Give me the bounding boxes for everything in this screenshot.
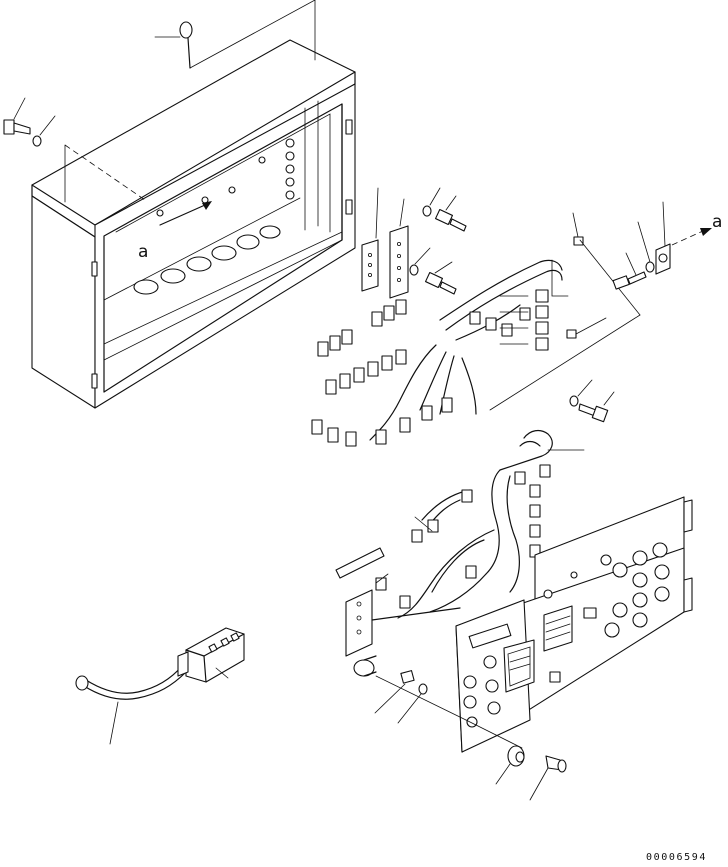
pilot-lamp bbox=[529, 755, 567, 801]
upper-wire-harness bbox=[311, 259, 563, 447]
terminal-brackets bbox=[361, 187, 409, 299]
bolt-mid-right bbox=[569, 379, 615, 423]
electrical-cabinet bbox=[31, 39, 356, 409]
view-label-a-right: a bbox=[712, 212, 723, 232]
control-panel bbox=[455, 496, 693, 753]
bolt-set-upper bbox=[409, 187, 467, 295]
nuts-upper-right bbox=[489, 212, 641, 411]
view-label-a-left: a bbox=[138, 242, 149, 262]
drawing-number: 00006594 bbox=[646, 852, 707, 863]
rotary-switch bbox=[495, 745, 525, 785]
monitor-display-icon bbox=[503, 639, 535, 693]
lower-wire-harness bbox=[335, 429, 585, 677]
panel-nuts bbox=[374, 670, 523, 749]
pendant-controller bbox=[75, 627, 245, 745]
ground-bolt-right bbox=[612, 201, 712, 290]
eye-bolt bbox=[154, 21, 193, 69]
keypad-icon bbox=[543, 605, 573, 652]
mounting-bolt-left bbox=[3, 97, 146, 203]
